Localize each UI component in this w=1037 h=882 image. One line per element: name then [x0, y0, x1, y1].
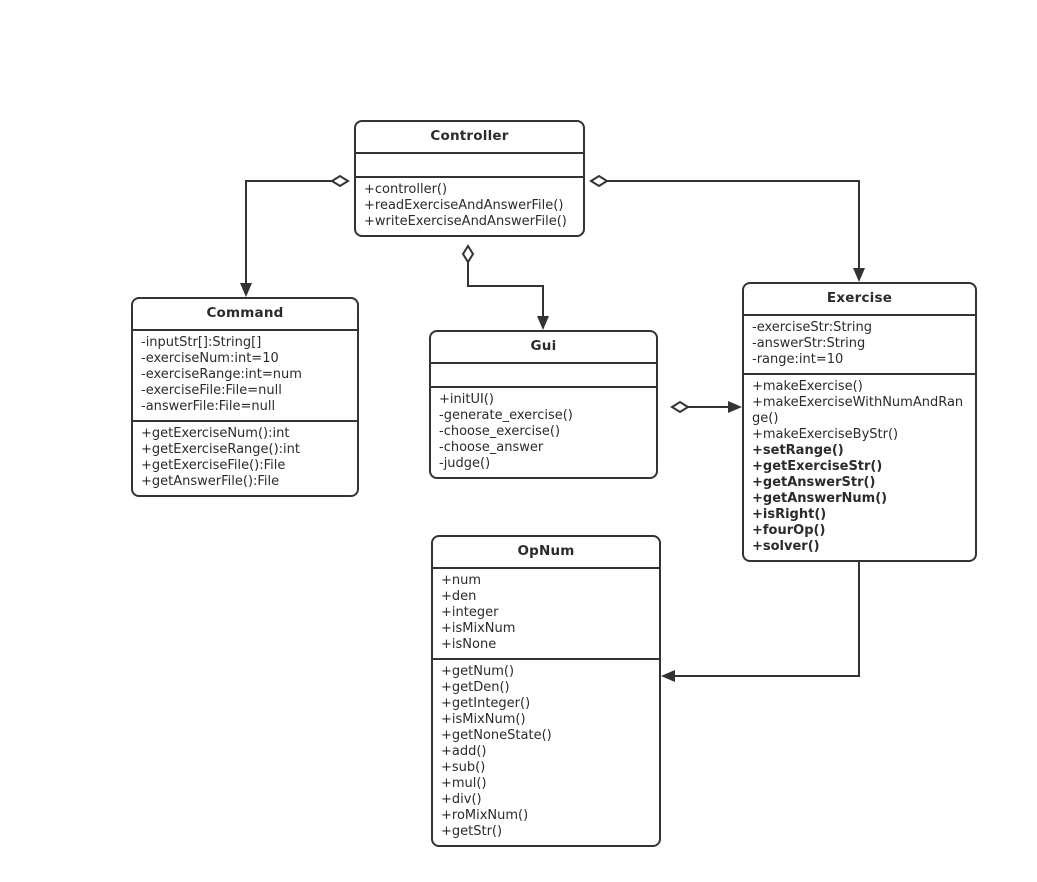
edge-exercise-opnum-arrowhead: [661, 670, 675, 682]
edge-controller-command: [240, 174, 350, 297]
class-member-row: +getExerciseNum():int: [141, 425, 290, 441]
class-member-row: +solver(): [752, 538, 820, 554]
edge-exercise-opnum-line: [671, 553, 860, 677]
class-member-row: +getExerciseStr(): [752, 458, 883, 474]
class-member-row: +readExerciseAndAnswerFile(): [364, 197, 564, 213]
edge-controller-gui: [461, 244, 549, 330]
class-box-exercise[interactable]: Exercise -exerciseStr:String-answerStr:S…: [742, 282, 977, 562]
class-member-row: +makeExerciseByStr(): [752, 426, 899, 442]
class-box-opnum[interactable]: OpNum +num+den+integer+isMixNum+isNone +…: [431, 535, 661, 847]
edge-gui-exercise-arrowhead: [728, 401, 742, 413]
class-attributes-gui: [431, 364, 656, 386]
class-member-row: -exerciseRange:int=num: [141, 366, 302, 382]
class-member-row: -range:int=10: [752, 351, 844, 367]
class-member-row: +getDen(): [441, 679, 510, 695]
class-member-row: -generate_exercise(): [439, 407, 573, 423]
class-member-row: -exerciseFile:File=null: [141, 382, 282, 398]
class-attributes-opnum: +num+den+integer+isMixNum+isNone: [433, 569, 659, 658]
class-member-row: +makeExercise(): [752, 378, 863, 394]
edge-controller-exercise-diamond: [589, 174, 609, 188]
class-member-row: +fourOp(): [752, 522, 826, 538]
edge-gui-exercise-diamond: [670, 400, 690, 414]
class-title-exercise: Exercise: [744, 284, 975, 316]
edge-controller-gui-diamond: [461, 244, 475, 264]
class-box-gui[interactable]: Gui +initUI()-generate_exercise()-choose…: [429, 330, 658, 479]
edge-controller-exercise-line: [599, 180, 860, 272]
class-member-row: +integer: [441, 604, 499, 620]
class-title-opnum: OpNum: [433, 537, 659, 569]
class-member-row: -judge(): [439, 455, 491, 471]
class-member-row: +initUI(): [439, 391, 494, 407]
class-member-row: -answerFile:File=null: [141, 398, 276, 414]
class-title-gui: Gui: [431, 332, 656, 364]
class-operations-command: +getExerciseNum():int+getExerciseRange()…: [133, 419, 357, 495]
class-attributes-controller: [356, 154, 583, 176]
class-member-row: +sub(): [441, 759, 486, 775]
class-member-row: +isMixNum(): [441, 711, 526, 727]
class-member-row: +writeExerciseAndAnswerFile(): [364, 213, 567, 229]
class-operations-opnum: +getNum()+getDen()+getInteger()+isMixNum…: [433, 657, 659, 845]
edge-controller-gui-line: [467, 262, 544, 320]
class-title-command: Command: [133, 299, 357, 331]
edge-controller-command-diamond: [330, 174, 350, 188]
class-member-row: +getInteger(): [441, 695, 531, 711]
class-member-row: +controller(): [364, 181, 448, 197]
class-member-row: +setRange(): [752, 442, 844, 458]
edge-gui-exercise: [670, 400, 742, 414]
class-member-row: +roMixNum(): [441, 807, 529, 823]
class-operations-controller: +controller()+readExerciseAndAnswerFile(…: [356, 175, 583, 235]
class-operations-exercise: +makeExercise()+makeExerciseWithNumAndRa…: [744, 372, 975, 560]
class-attributes-command: -inputStr[]:String[]-exerciseNum:int=10-…: [133, 331, 357, 420]
class-member-row: +getStr(): [441, 823, 503, 839]
class-member-row: +isRight(): [752, 506, 827, 522]
class-member-row: +num: [441, 572, 482, 588]
class-member-row: +makeExerciseWithNumAndRange(): [752, 394, 964, 426]
class-member-row: +isNone: [441, 636, 497, 652]
edge-controller-command-arrowhead: [240, 283, 252, 297]
class-member-row: +getExerciseRange():int: [141, 441, 301, 457]
class-member-row: +getNoneState(): [441, 727, 552, 743]
class-title-controller: Controller: [356, 122, 583, 154]
class-member-row: -exerciseNum:int=10: [141, 350, 279, 366]
class-member-row: +getNum(): [441, 663, 515, 679]
class-member-row: -choose_answer: [439, 439, 544, 455]
edge-controller-command-line: [245, 180, 348, 288]
class-attributes-exercise: -exerciseStr:String-answerStr:String-ran…: [744, 316, 975, 373]
class-member-row: +div(): [441, 791, 482, 807]
class-member-row: +getAnswerStr(): [752, 474, 876, 490]
class-operations-gui: +initUI()-generate_exercise()-choose_exe…: [431, 385, 656, 477]
edge-controller-exercise-arrowhead: [853, 268, 865, 282]
class-box-controller[interactable]: Controller +controller()+readExerciseAnd…: [354, 120, 585, 237]
class-member-row: +mul(): [441, 775, 487, 791]
class-member-row: +add(): [441, 743, 487, 759]
class-member-row: -choose_exercise(): [439, 423, 561, 439]
edge-controller-exercise: [589, 174, 865, 282]
class-member-row: -inputStr[]:String[]: [141, 334, 262, 350]
class-box-command[interactable]: Command -inputStr[]:String[]-exerciseNum…: [131, 297, 359, 497]
class-member-row: +isMixNum: [441, 620, 516, 636]
class-member-row: -exerciseStr:String: [752, 319, 872, 335]
class-member-row: +den: [441, 588, 477, 604]
class-member-row: +getAnswerNum(): [752, 490, 888, 506]
class-member-row: +getExerciseFile():File: [141, 457, 286, 473]
edge-controller-gui-arrowhead: [537, 316, 549, 330]
class-member-row: -answerStr:String: [752, 335, 866, 351]
class-member-row: +getAnswerFile():File: [141, 473, 280, 489]
